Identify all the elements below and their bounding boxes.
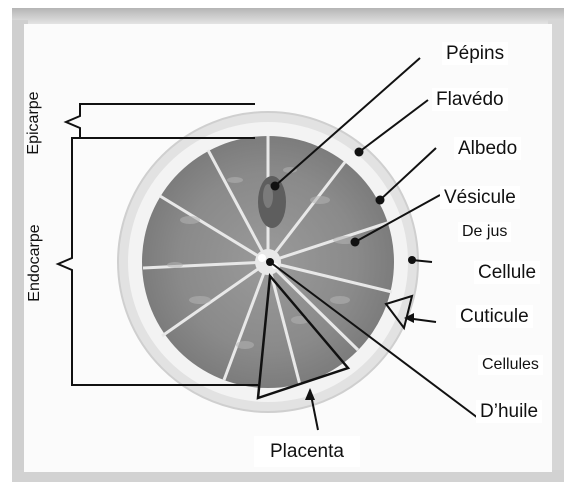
cellules-label: Cellules (478, 355, 543, 375)
cellule-label: Cellule (474, 261, 540, 284)
placenta-label: Placenta (254, 436, 360, 467)
endocarpe-label: Endocarpe (26, 218, 44, 308)
flavedo-label: Flavédo (432, 88, 508, 111)
epicarpe-label: Epicarpe (25, 91, 43, 155)
pepins-label: Pépins (442, 42, 508, 65)
cuticule-label: Cuticule (456, 305, 533, 328)
de-jus-label: De jus (458, 222, 511, 242)
vesicule-label: Vésicule (440, 186, 520, 209)
albedo-label: Albedo (454, 137, 521, 160)
dhuile-label: D’huile (476, 400, 542, 423)
